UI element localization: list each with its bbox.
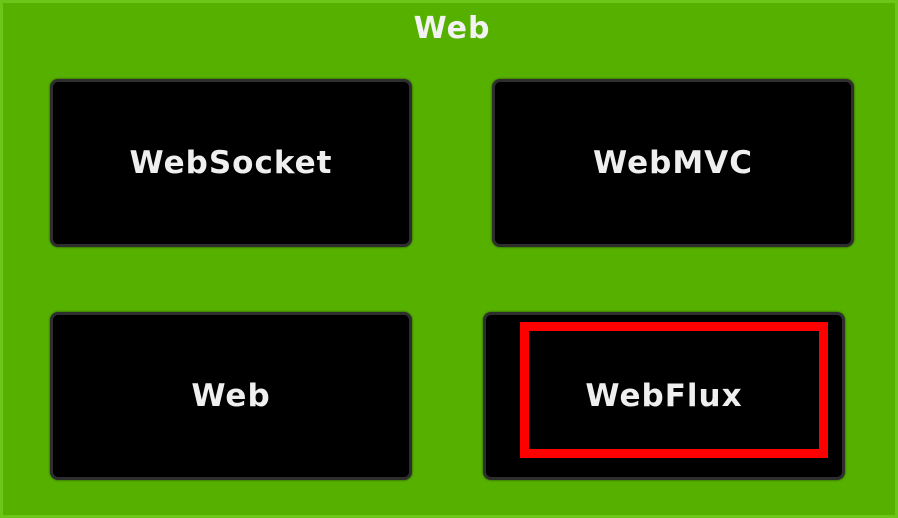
group-title: Web	[413, 11, 491, 46]
webmvc-module-box: WebMVC	[492, 79, 854, 247]
webflux-module-label: WebFlux	[585, 378, 743, 414]
webmvc-module-label: WebMVC	[593, 145, 753, 181]
web-module-label: Web	[191, 378, 271, 414]
websocket-module-box: WebSocket	[50, 79, 412, 247]
webflux-module-box: WebFlux	[483, 312, 845, 480]
websocket-module-label: WebSocket	[129, 145, 333, 181]
web-module-box: Web	[50, 312, 412, 480]
